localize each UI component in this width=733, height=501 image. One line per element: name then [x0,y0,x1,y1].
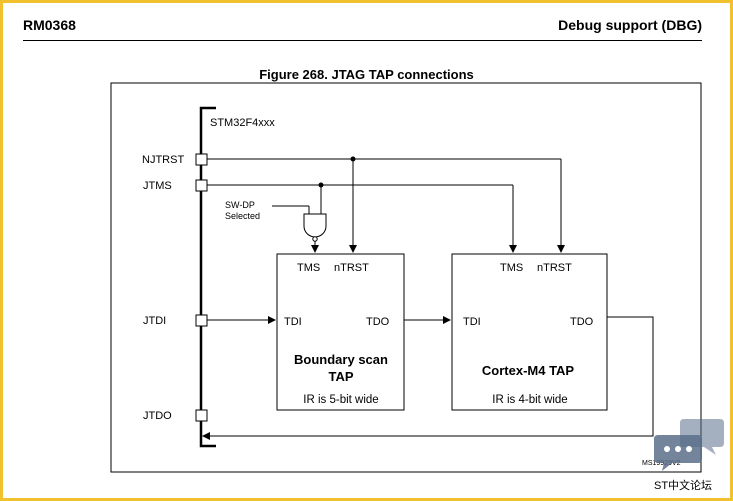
pin-jtdo [195,409,208,422]
pin-label-jtdi: JTDI [143,315,166,327]
cortex-m4-tap [451,253,608,411]
junction-dot [318,182,324,188]
pin-label-jtms: JTMS [143,180,172,192]
watermark-text: ST中文论坛 [654,478,712,492]
device-boundary [199,106,216,448]
tdo-return-wire [202,316,654,440]
pin-jtms [195,179,208,192]
inverter-bubble [312,236,318,242]
watermark: ST中文论坛 [650,415,726,493]
figure-frame [110,82,702,473]
boundary-scan-tap [276,253,405,411]
cm4-tdi-label: TDI [463,316,481,328]
cm4-ir-label: IR is 4-bit wide [492,394,567,406]
figure-title: Figure 268. JTAG TAP connections [259,67,474,82]
document-id: RM0368 [23,17,76,33]
and-gate [303,213,327,238]
header-rule [23,40,702,41]
cm4-name: Cortex-M4 TAP [482,363,575,378]
bs-ir-label: IR is 5-bit wide [303,394,378,406]
cm4-ntrst-label: nTRST [537,262,572,274]
bs-name-line2: TAP [328,369,353,384]
jtms-wire [207,184,517,253]
pin-jtdi [195,314,208,327]
chat-bubble-icon: ST中文论坛 [654,419,724,492]
bs-name-line1: Boundary scan [294,352,388,367]
section-title: Debug support (DBG) [558,17,702,33]
swdp-label: SW-DP [225,200,255,210]
swdp-wire [272,205,310,214]
njtrst-wire [207,158,565,253]
cm4-tms-label: TMS [500,262,523,274]
cm4-tdo-label: TDO [570,316,594,328]
pin-label-jtdo: JTDO [143,410,172,422]
bs-tdo-label: TDO [366,316,390,328]
junction-dot [350,156,356,162]
bs-tms-label: TMS [297,262,320,274]
device-label: STM32F4xxx [210,117,275,129]
pin-njtrst [195,153,208,166]
bs-ntrst-label: nTRST [334,262,369,274]
bs-tdi-label: TDI [284,316,302,328]
swdp-selected-label: Selected [225,211,260,221]
pin-label-njtrst: NJTRST [142,154,184,166]
figure-ref-code: MS19929V2 [642,460,681,467]
